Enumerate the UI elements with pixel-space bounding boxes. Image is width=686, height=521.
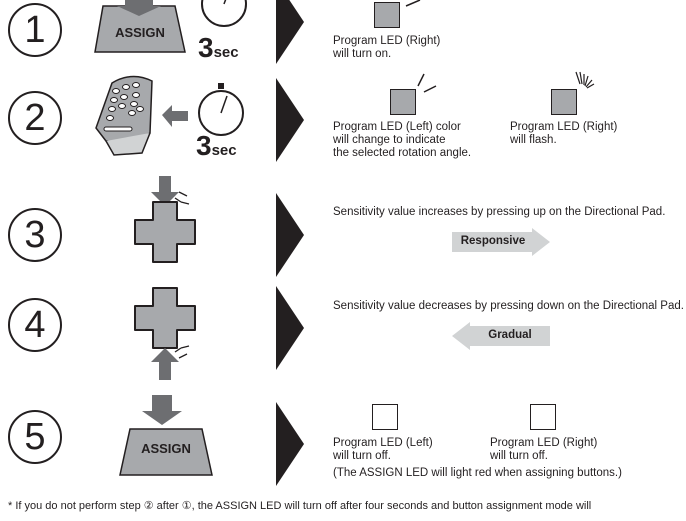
- step-number-5: 5: [8, 410, 62, 464]
- program-led-right-off: [530, 404, 556, 430]
- program-led-left-off: [372, 404, 398, 430]
- controller-illustration: [95, 75, 188, 156]
- step-number-3: 3: [8, 208, 62, 262]
- program-led-left-color: [390, 89, 416, 115]
- led-flash-icon: [575, 71, 595, 89]
- program-led-right-on: [374, 2, 400, 28]
- step-arrow-3: [276, 193, 304, 277]
- directional-pad-down-illustration: [134, 287, 196, 380]
- step-arrow-2: [276, 78, 304, 162]
- step-arrow-5: [276, 402, 304, 486]
- timer-readout-2: 3sec: [196, 132, 237, 165]
- timer-value-2: 3: [196, 130, 212, 161]
- directional-pad-up-illustration: [134, 176, 196, 263]
- step5-led-left-text: Program LED (Left) will turn off.: [333, 437, 433, 462]
- timer-value: 3: [198, 32, 214, 63]
- step4-description: Sensitivity value decreases by pressing …: [333, 300, 684, 312]
- step-number-2: 2: [8, 91, 62, 145]
- step2-led-left-text: Program LED (Left) color will change to …: [333, 121, 472, 159]
- led-light-rays-icon: [405, 0, 421, 7]
- stopwatch-icon-2: [198, 83, 244, 136]
- step-arrow-1: [276, 0, 304, 64]
- assign-button-label-1: ASSIGN: [115, 25, 165, 40]
- gradual-arrow: [452, 322, 550, 350]
- gradual-label: Gradual: [488, 329, 532, 341]
- footnote: * If you do not perform step ② after ①, …: [8, 500, 592, 512]
- timer-unit: sec: [213, 44, 239, 61]
- stopwatch-icon: [201, 0, 247, 27]
- led-light-rays-icon-2: [417, 73, 437, 93]
- step5-note: (The ASSIGN LED will light red when assi…: [333, 467, 622, 479]
- step-arrow-4: [276, 286, 304, 370]
- assign-button-illustration-2: [119, 395, 213, 476]
- program-led-right-flash: [551, 89, 577, 115]
- step-number-1: 1: [8, 3, 62, 57]
- timer-unit-2: sec: [211, 142, 237, 159]
- step3-description: Sensitivity value increases by pressing …: [333, 206, 666, 218]
- assign-button-label-2: ASSIGN: [141, 441, 191, 456]
- responsive-label: Responsive: [460, 235, 526, 247]
- timer-readout-1: 3sec: [198, 34, 239, 67]
- step2-led-right-text: Program LED (Right) will flash.: [510, 121, 618, 146]
- step-number-4: 4: [8, 298, 62, 352]
- step5-led-right-text: Program LED (Right) will turn off.: [490, 437, 598, 462]
- assign-button-illustration-1: [94, 0, 186, 53]
- step1-led-right-text: Program LED (Right) will turn on.: [333, 35, 441, 60]
- responsive-arrow: [452, 228, 550, 256]
